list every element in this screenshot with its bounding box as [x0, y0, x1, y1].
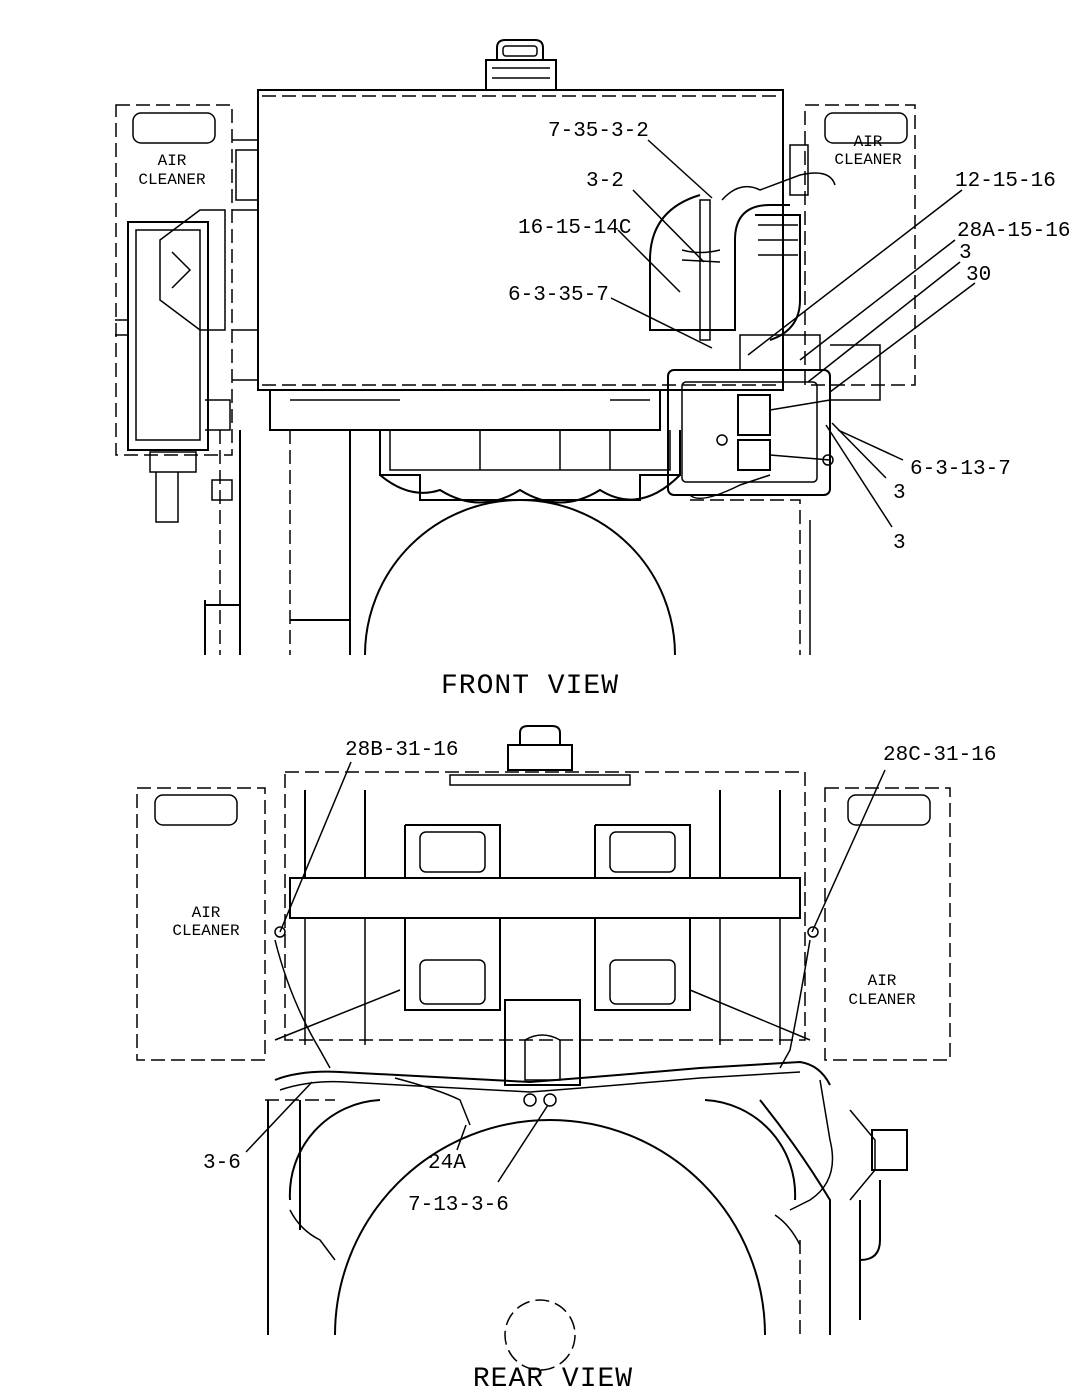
leader-lines	[245, 139, 976, 1183]
callout-3-2: 3-2	[586, 170, 624, 193]
callout-7-35-3-2: 7-35-3-2	[548, 120, 649, 143]
rear-right-air-cleaner-label-1: AIR	[868, 972, 897, 990]
rear-left-air-cleaner-label-2: CLEANER	[172, 922, 240, 940]
callout-16-15-14c: 16-15-14C	[518, 217, 631, 240]
callout-28b-31-16: 28B-31-16	[345, 739, 458, 762]
front-left-air-cleaner-label-2: CLEANER	[138, 171, 206, 189]
front-view-title: FRONT VIEW	[441, 671, 619, 702]
callout-28a-15-16: 28A-15-16	[957, 220, 1070, 243]
callout-3-a: 3	[959, 242, 972, 265]
callout-3-b: 3	[893, 482, 906, 505]
rear-view-title: REAR VIEW	[473, 1364, 633, 1395]
callout-12-15-16: 12-15-16	[955, 170, 1056, 193]
callout-6-3-35-7: 6-3-35-7	[508, 284, 609, 307]
rear-left-air-cleaner-label-1: AIR	[192, 904, 221, 922]
callout-3-c: 3	[893, 532, 906, 555]
front-view-drawing	[115, 39, 916, 656]
rear-right-air-cleaner-label-2: CLEANER	[848, 991, 916, 1009]
front-right-air-cleaner-label-2: CLEANER	[834, 151, 902, 169]
front-left-air-cleaner-label-1: AIR	[158, 152, 187, 170]
front-right-air-cleaner-label-1: AIR	[854, 133, 883, 151]
callout-3-6: 3-6	[203, 1152, 241, 1175]
callout-28c-31-16: 28C-31-16	[883, 744, 996, 767]
rear-view-drawing	[136, 725, 951, 1371]
callout-6-3-13-7: 6-3-13-7	[910, 458, 1011, 481]
callout-30: 30	[966, 264, 991, 287]
callout-7-13-3-6: 7-13-3-6	[408, 1194, 509, 1217]
callout-24a: 24A	[428, 1152, 466, 1175]
